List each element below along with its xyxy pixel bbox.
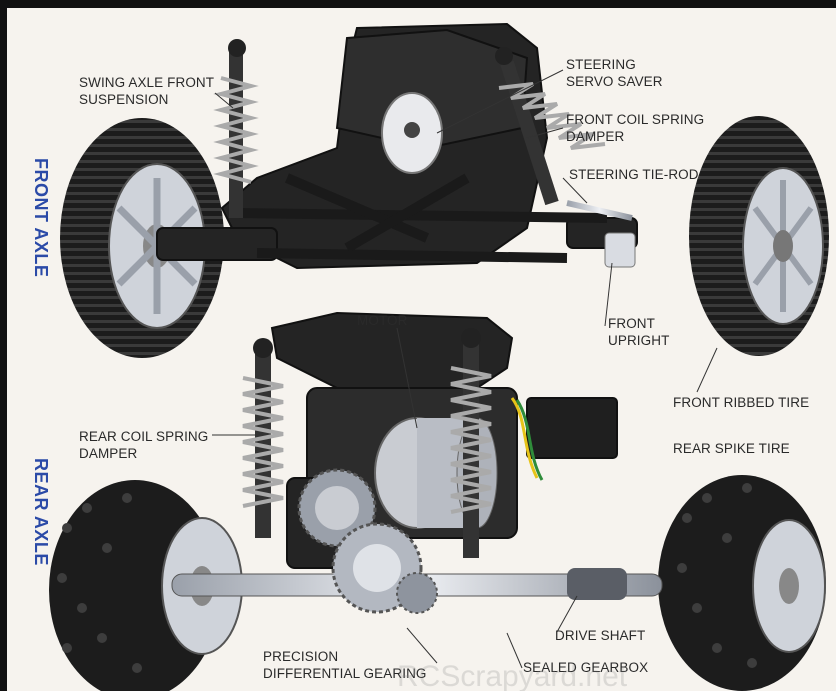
rear-shock-left — [242, 338, 284, 538]
watermark: RCScrapyard.net — [397, 660, 628, 691]
rear-left-tire — [49, 480, 243, 691]
precision-diff-label-line1: PRECISION — [263, 649, 339, 664]
tie-rod — [566, 200, 687, 268]
front-coil-label: FRONT COIL SPRING DAMPER — [566, 111, 704, 145]
motor-label: MOTOR — [357, 313, 408, 328]
steering-servo-label-line2: SERVO SAVER — [566, 74, 663, 89]
drive-shaft-label: DRIVE SHAFT — [555, 628, 646, 643]
rear-coil-label-line2: DAMPER — [79, 446, 138, 461]
sealed-gearbox-label: SEALED GEARBOX — [523, 660, 649, 675]
steering-servo-label: STEERING SERVO SAVER — [566, 56, 663, 90]
precision-diff-label-line2: DIFFERENTIAL GEARING — [263, 666, 427, 681]
differential-gears — [297, 468, 438, 614]
front-upright-label-line1: FRONT — [608, 316, 655, 331]
rear-tire-label: REAR SPIKE TIRE — [673, 441, 790, 456]
front-upright-label: FRONT UPRIGHT — [608, 315, 669, 349]
servo-saver — [381, 92, 443, 174]
rear-right-tire — [658, 475, 826, 691]
rear-shock-right — [450, 328, 492, 558]
front-shock-left — [213, 39, 259, 218]
swing-axle-label-line1: SWING AXLE FRONT — [79, 75, 215, 90]
front-shock-right — [495, 47, 606, 206]
rear-coil-label-line1: REAR COIL SPRING — [79, 429, 209, 444]
front-tire-label: FRONT RIBBED TIRE — [673, 395, 810, 410]
rear-coil-label: REAR COIL SPRING DAMPER — [79, 428, 208, 462]
precision-diff-label: PRECISION DIFFERENTIAL GEARING — [263, 648, 427, 682]
front-coil-label-line1: FRONT COIL SPRING — [566, 112, 705, 127]
front-upright-label-line2: UPRIGHT — [608, 333, 670, 348]
leader-lines — [212, 69, 718, 669]
steering-servo-label-line1: STEERING — [566, 57, 636, 72]
front-right-tire — [689, 116, 829, 356]
chassis-drawing — [49, 22, 829, 691]
swing-axle-label: SWING AXLE FRONT SUSPENSION — [79, 74, 214, 108]
rear-axle-side-label: REAR AXLE — [31, 458, 51, 566]
chassis-illustration: FRONT AXLE REAR AXLE SWING AXLE FRONT SU… — [7, 8, 836, 691]
tie-rod-label: STEERING TIE-ROD — [569, 167, 699, 182]
swing-axle-label-line2: SUSPENSION — [79, 92, 169, 107]
front-axle-side-label: FRONT AXLE — [31, 158, 51, 278]
front-coil-label-line2: DAMPER — [566, 129, 625, 144]
